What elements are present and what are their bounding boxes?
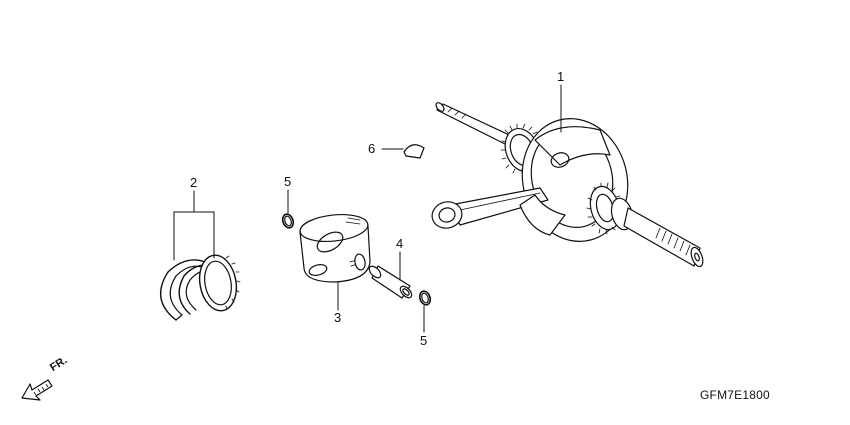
callout-3[interactable]: 3 — [334, 310, 341, 325]
piston[interactable] — [299, 212, 371, 283]
front-direction-arrow-icon — [21, 379, 53, 401]
callout-5-lower[interactable]: 5 — [420, 333, 427, 348]
woodruff-key[interactable] — [403, 144, 425, 159]
piston-pin-clip-upper[interactable] — [281, 213, 295, 230]
piston-pin-clip-lower[interactable] — [418, 290, 432, 307]
callout-2[interactable]: 2 — [190, 175, 197, 190]
callout-1[interactable]: 1 — [557, 69, 564, 84]
crankshaft[interactable] — [429, 101, 705, 268]
piston-pin[interactable] — [367, 264, 414, 300]
leader-lines — [173, 84, 562, 333]
callout-6[interactable]: 6 — [368, 141, 375, 156]
diagram-code: GFM7E1800 — [700, 388, 770, 402]
callout-4[interactable]: 4 — [396, 236, 403, 251]
piston-ring-set[interactable] — [159, 252, 241, 321]
callout-5-upper[interactable]: 5 — [284, 174, 291, 189]
